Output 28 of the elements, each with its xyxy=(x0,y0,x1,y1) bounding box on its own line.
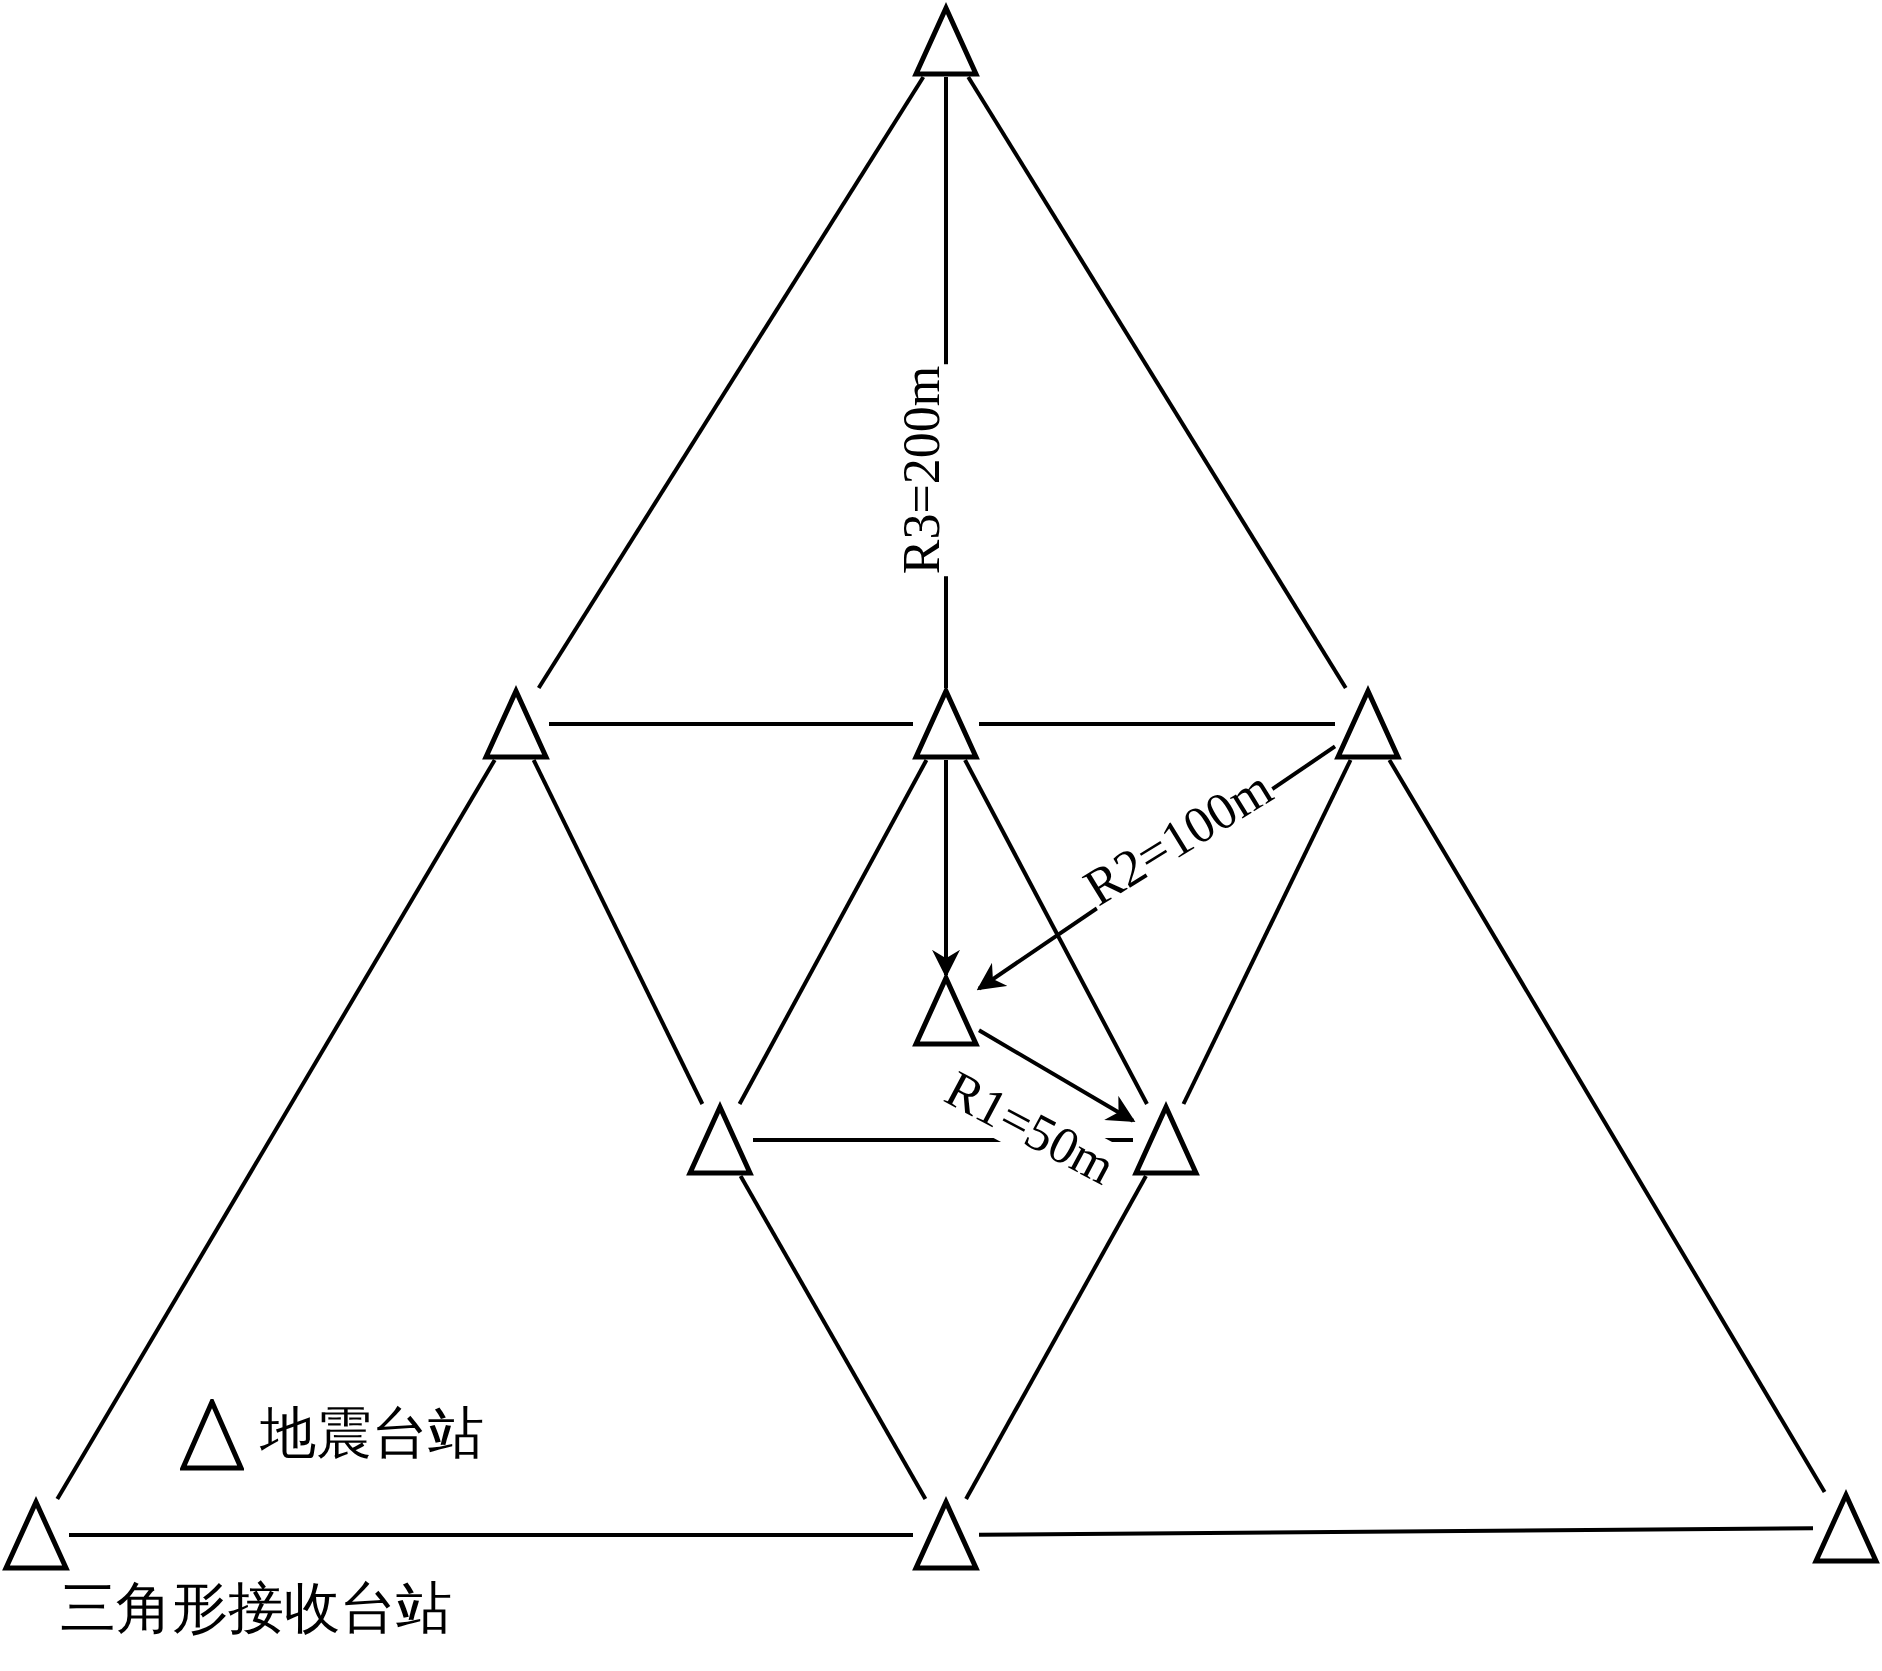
connector-line xyxy=(963,759,1149,1105)
connector-line xyxy=(1181,759,1353,1105)
connector-line xyxy=(738,1175,928,1500)
station-triangle xyxy=(913,1499,979,1571)
connector-line xyxy=(737,759,929,1105)
station-triangle xyxy=(913,688,979,760)
radius-arrow xyxy=(932,760,960,978)
connector-line xyxy=(549,722,913,726)
station-triangle xyxy=(3,1499,69,1571)
connector-line xyxy=(964,1175,1148,1500)
station-triangle xyxy=(687,1104,753,1176)
connector-line xyxy=(966,75,1348,690)
station-triangle xyxy=(483,688,549,760)
station-triangle xyxy=(1813,1492,1879,1564)
connector-line xyxy=(1387,758,1827,1494)
station-triangle xyxy=(1335,688,1401,760)
connector-line xyxy=(531,759,705,1105)
connector-line xyxy=(69,1533,913,1537)
radius-arrow xyxy=(978,1028,1136,1123)
connector-line xyxy=(536,75,926,690)
station-triangle xyxy=(913,975,979,1047)
connector-line xyxy=(979,1526,1813,1537)
station-triangle xyxy=(913,5,979,77)
caption-text: 三角形接收台站 xyxy=(60,1580,452,1636)
connector-line xyxy=(55,759,497,1500)
legend-label: 地震台站 xyxy=(260,1405,484,1461)
station-triangle xyxy=(1133,1104,1199,1176)
connector-line xyxy=(979,722,1335,726)
